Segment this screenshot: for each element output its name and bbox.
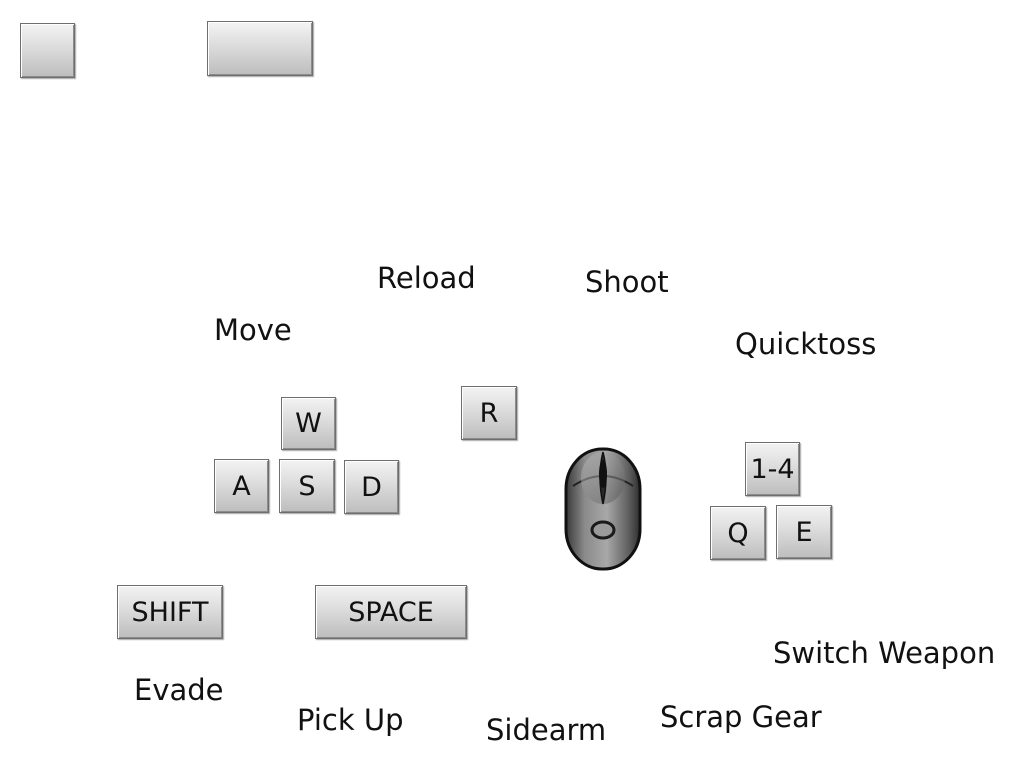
shoot-label: Shoot: [585, 265, 669, 299]
quicktoss-label: Quicktoss: [735, 327, 877, 361]
mouse-icon: [563, 446, 643, 572]
pick-up-label: Pick Up: [297, 703, 404, 737]
scrap-gear-label: Scrap Gear: [660, 700, 822, 734]
key-q[interactable]: Q: [710, 506, 766, 560]
key-r[interactable]: R: [461, 386, 517, 440]
key-s[interactable]: S: [279, 459, 335, 513]
switch-weapon-label: Switch Weapon: [773, 636, 996, 670]
top-left-button[interactable]: [20, 23, 75, 78]
evade-label: Evade: [134, 673, 224, 707]
key-shift[interactable]: SHIFT: [117, 585, 223, 639]
reload-label: Reload: [377, 261, 476, 295]
key-1-4[interactable]: 1-4: [745, 442, 800, 496]
move-label: Move: [214, 313, 292, 347]
key-e[interactable]: E: [776, 505, 832, 559]
key-space[interactable]: SPACE: [315, 585, 467, 639]
key-d[interactable]: D: [344, 460, 399, 514]
top-wide-button[interactable]: [207, 21, 313, 76]
key-w[interactable]: W: [281, 397, 336, 450]
sidearm-label: Sidearm: [486, 713, 607, 747]
key-a[interactable]: A: [214, 459, 269, 513]
